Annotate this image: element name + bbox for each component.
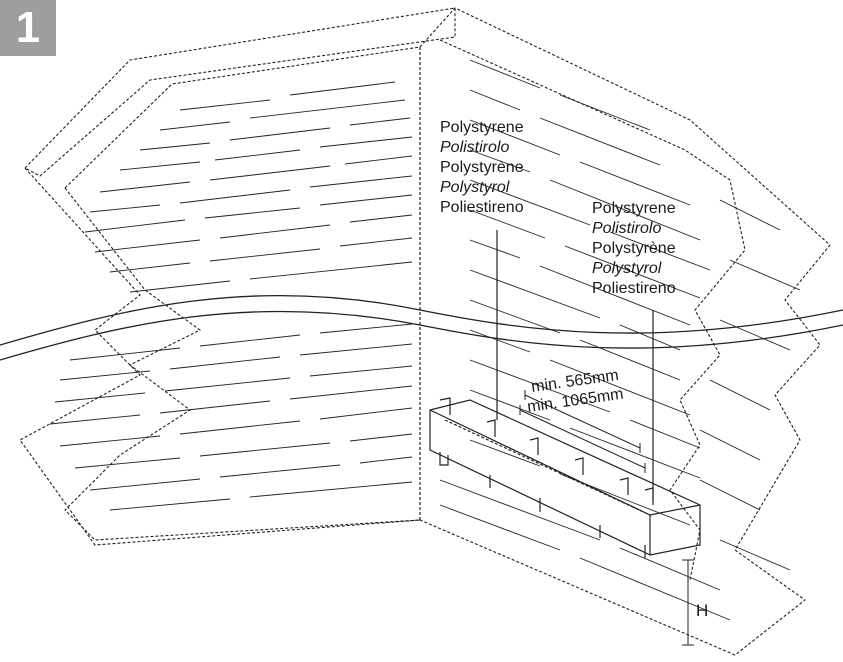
left-wall-outer bbox=[19, 167, 421, 546]
pipe bbox=[0, 294, 843, 346]
label-right-1: Polistirolo bbox=[592, 220, 662, 237]
label-left-1: Polistirolo bbox=[440, 139, 510, 156]
label-right-0: Polystyrene bbox=[592, 200, 676, 217]
label-right-2: Polystyrène bbox=[592, 240, 676, 257]
left-wall-texture bbox=[49, 81, 413, 511]
label-right-3: Polystyrol bbox=[592, 260, 662, 277]
label-group-left: Polystyrene Polistirolo Polystyrène Poly… bbox=[440, 118, 524, 218]
dim-line-height bbox=[682, 559, 694, 646]
dim-line-565 bbox=[524, 390, 641, 453]
label-left-0: Polystyrene bbox=[440, 119, 524, 136]
label-left-4: Poliestireno bbox=[440, 199, 524, 216]
right-wall-texture bbox=[439, 59, 801, 621]
left-wall-outline bbox=[24, 7, 456, 541]
label-left-3: Polystyrol bbox=[440, 179, 510, 196]
right-wall-outline bbox=[419, 7, 831, 656]
label-right-4: Poliestireno bbox=[592, 280, 676, 297]
step-badge: 1 bbox=[0, 0, 56, 56]
dim-line-1065 bbox=[519, 405, 646, 473]
dim-height-text: H bbox=[696, 601, 708, 620]
polystyrene-block bbox=[429, 397, 701, 558]
label-left-2: Polystyrène bbox=[440, 159, 524, 176]
pipe-edge bbox=[0, 310, 843, 361]
label-group-right: Polystyrene Polistirolo Polystyrène Poly… bbox=[592, 199, 676, 299]
